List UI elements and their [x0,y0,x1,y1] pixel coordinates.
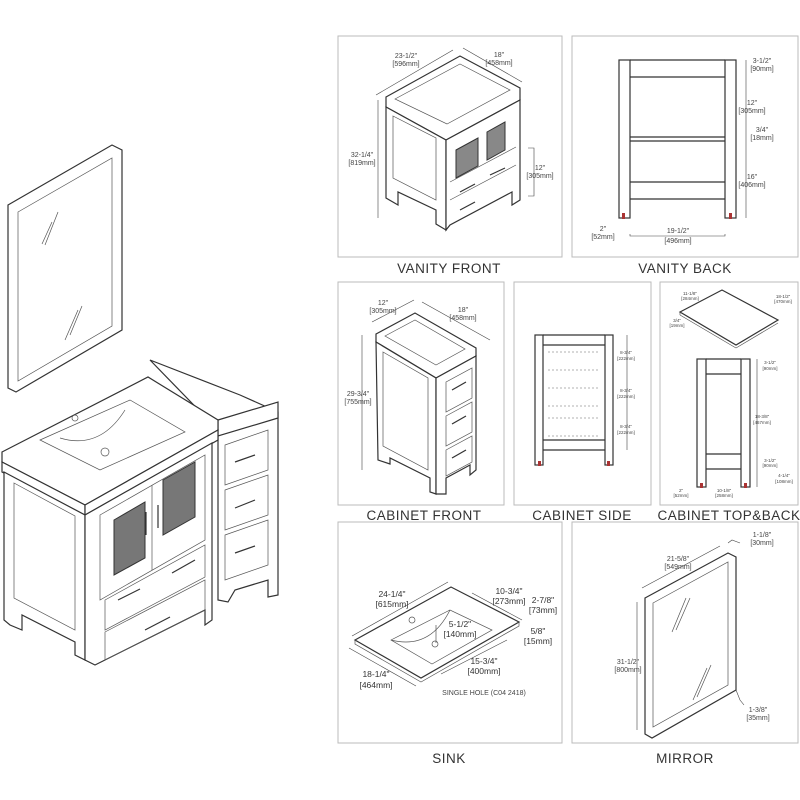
dim-text: 3/4" [673,318,681,323]
dim-text: 3/4" [756,127,769,134]
dim-text: [458mm] [485,60,512,67]
dim-text: [615mm] [375,599,408,609]
dim-text: [30mm] [750,540,773,547]
dim-text: 18" [494,52,505,59]
dim-text: [19mm] [669,323,684,328]
dim-text: 29-3/4" [347,391,370,398]
dim-text: [458mm] [449,315,476,322]
dim-text: [18mm] [750,135,773,142]
dim-text: [258mm] [715,493,733,498]
dim-text: 5/8" [531,626,546,636]
dim-text: 2-7/8" [532,595,554,605]
dim-text: [90mm] [762,463,777,468]
dim-text: [464mm] [359,680,392,690]
dim-text: 18-3/8" [755,414,770,419]
dim-text: 8-3/4" [620,350,632,355]
dim-text: [819mm] [348,160,375,167]
dim-text: [305mm] [738,108,765,115]
dim-text: 32-1/4" [351,152,374,159]
panel-mirror: 21-5/8" [549mm] 1-1/8" [30mm] 31-1/2" [8… [571,521,799,766]
dim-text: 8-3/4" [620,388,632,393]
sink-model-note: SINGLE HOLE (C04 2418) [442,690,526,697]
dim-text: [35mm] [746,715,769,722]
dim-text: [755mm] [344,399,371,406]
panel-cabinet-front: 12" [305mm] 18" [458mm] 29-3/4" [755mm] … [337,281,505,523]
dim-text: 3-1/2" [764,458,776,463]
panel-vanity-back: 3-1/2" [90mm] 12" [305mm] 3/4" [18mm] 16… [571,35,799,276]
dim-text: 2" [679,488,684,493]
main-vanity-illustration [1,376,219,666]
dim-text: 11-1/8" [683,291,697,296]
side-cabinet-illustration [149,359,279,603]
dim-text: 23-1/2" [395,53,418,60]
dim-text: 3-1/2" [753,58,772,65]
dim-text: [400mm] [467,666,500,676]
dim-text: [284mm] [681,296,699,301]
dim-text: 10-1/8" [717,488,732,493]
dim-text: 18" [458,307,469,314]
dim-text: 18-1/2" [776,294,791,299]
dim-text: 1-3/8" [749,707,768,714]
dim-text: [108mm] [775,479,793,484]
panel-label: SINK [432,751,466,766]
dim-text: 19-1/2" [667,228,690,235]
dim-text: [222mm] [617,356,635,361]
dim-text: [305mm] [526,173,553,180]
panel-label: CABINET SIDE [532,508,632,523]
panel-label: MIRROR [656,751,714,766]
panel-sink: 24-1/4" [615mm] 10-3/4" [273mm] 2-7/8" [… [337,521,563,766]
dim-text: [470mm] [774,299,792,304]
dim-text: 12" [535,165,546,172]
panel-label: CABINET TOP&BACK [657,508,800,523]
dim-text: [596mm] [392,61,419,68]
mirror-illustration [7,144,123,393]
dim-text: [90mm] [750,66,773,73]
dim-text: [496mm] [664,238,691,245]
dim-text: 1-1/8" [753,532,772,539]
dim-text: [52mm] [673,493,688,498]
dim-text: [222mm] [617,430,635,435]
panel-cabinet-side: 8-3/4" [222mm] 8-3/4" [222mm] 8-3/4" [22… [513,281,652,523]
dim-text: 12" [747,100,758,107]
dim-text: 12" [378,300,389,307]
panel-label: CABINET FRONT [366,508,481,523]
dim-text: 10-3/4" [495,586,522,596]
assembled-vanity-illustration [1,144,279,666]
dim-text: 31-1/2" [617,659,640,666]
dim-text: 21-5/8" [667,556,690,563]
dim-text: [467mm] [753,420,771,425]
dim-text: 4-1/4" [778,473,790,478]
dim-text: [305mm] [369,308,396,315]
panel-label: VANITY FRONT [397,261,501,276]
dim-text: [273mm] [492,596,525,606]
dim-text: [90mm] [762,366,777,371]
dim-text: 16" [747,174,758,181]
dim-text: [222mm] [617,394,635,399]
dim-text: [52mm] [591,234,614,241]
panel-label: VANITY BACK [638,261,732,276]
dim-text: [800mm] [614,667,641,674]
dim-text: 18-1/4" [362,669,389,679]
dim-text: [549mm] [664,564,691,571]
dim-text: [73mm] [529,605,557,615]
panel-vanity-front: 23-1/2" [596mm] 18" [458mm] 32-1/4" [819… [337,35,563,276]
dim-text: 2" [600,226,607,233]
dim-text: 5-1/2" [449,619,471,629]
dim-text: 15-3/4" [470,656,497,666]
panel-cabinet-top-back: 11-1/8" [284mm] 18-1/2" [470mm] 3/4" [19… [657,281,800,523]
dim-text: [15mm] [524,636,552,646]
dim-text: [406mm] [738,182,765,189]
dim-text: 3-1/2" [764,360,776,365]
dim-text: 8-3/4" [620,424,632,429]
dim-text: [140mm] [443,629,476,639]
dim-text: 24-1/4" [378,589,405,599]
